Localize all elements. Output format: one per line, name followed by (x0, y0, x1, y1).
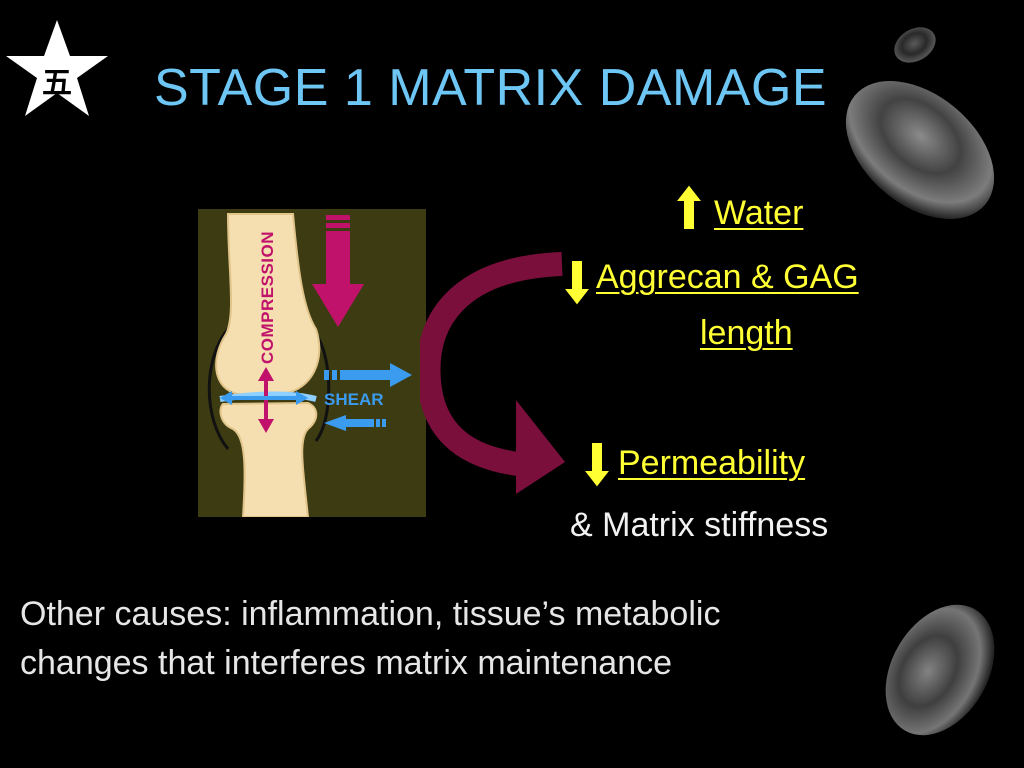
other-causes-line1: Other causes: inflammation, tissue’s met… (20, 595, 721, 633)
down-arrow-icon (561, 259, 593, 308)
curved-arrow (420, 252, 565, 494)
other-causes-line2: changes that interferes matrix maintenan… (20, 644, 673, 682)
blood-cell (894, 27, 936, 63)
down-arrow-icon (581, 441, 613, 490)
star-icon (6, 20, 108, 116)
stiffness-label: & Matrix stiffness (570, 506, 829, 544)
shear-label: SHEAR (324, 390, 384, 409)
lower-bone (219, 401, 318, 517)
up-arrow-icon (673, 182, 705, 231)
joint-diagram: COMPRESSION SHEAR (198, 209, 426, 517)
blood-cell (845, 81, 995, 219)
permeability-label: Permeability (618, 444, 806, 482)
aggrecan-label-line2: length (700, 314, 793, 352)
aggrecan-label: Aggrecan & GAG (596, 258, 859, 296)
logo-kanji: 五 (42, 66, 72, 101)
compression-label: COMPRESSION (258, 231, 277, 364)
page-title: STAGE 1 MATRIX DAMAGE (154, 59, 828, 117)
water-label: Water (714, 194, 804, 232)
other-causes-text: Other causes: inflammation, tissue’s met… (20, 590, 980, 688)
